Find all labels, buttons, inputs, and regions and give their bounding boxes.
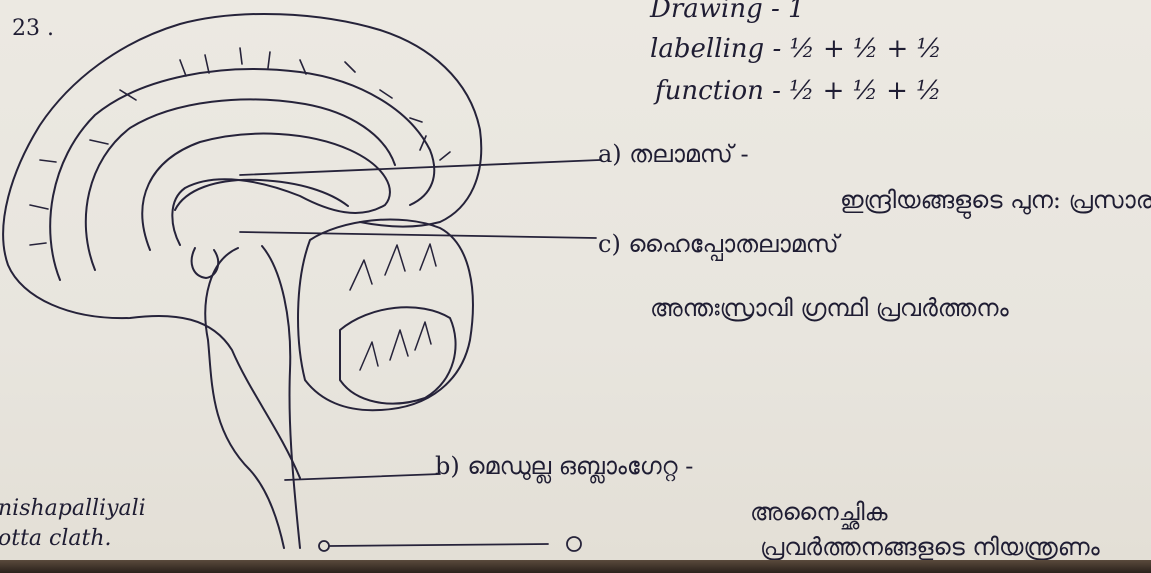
signature-line1: nishapalliyali [0,496,146,521]
brainstem-outline-right [262,246,300,548]
label-a-function: ഇന്ദ്രിയങ്ങളുടെ പുന: പ്രസാരണം [840,186,1151,214]
brainstem-outline-left [205,248,284,548]
gyrus-band-2 [86,99,395,270]
arbor-vitae [350,244,436,370]
sulci-marks [30,48,450,245]
question-number: 23 . [12,16,54,41]
leader-line-c [240,232,596,238]
cerebellum-outline [298,219,473,410]
signature-line2: otta clath. [0,526,112,551]
marks-labelling: labelling - ½ + ½ + ½ [650,34,942,64]
base-line-start-circle [319,541,329,551]
marks-drawing: Drawing - 1 [650,0,805,24]
base-line-end-circle [567,537,581,551]
leader-line-b [285,474,440,480]
cerebellum-inner [340,307,456,403]
label-a-thalamus: a) തലാമസ് - [598,140,749,168]
label-b-medulla: b) മെഡുല്ല ഒബ്ലാംഗേറ്റ - [435,452,693,480]
cerebrum-outline [3,14,481,478]
label-b-function-line2: പ്രവർത്തനങ്ങളുടെ നിയന്ത്രണം [760,533,1100,561]
pituitary [192,248,219,278]
marks-function: function - ½ + ½ + ½ [655,76,941,106]
leader-line-a [240,160,600,175]
label-b-function-line1: അനൈച്ഛിക [750,498,887,526]
label-c-hypothalamus: c) ഹൈപ്പോതലാമസ് [598,230,839,258]
table-edge [0,560,1151,573]
base-line [330,544,548,546]
label-c-function: അന്തഃസ്രാവി ഗ്രന്ഥി പ്രവർത്തനം [650,294,1009,322]
